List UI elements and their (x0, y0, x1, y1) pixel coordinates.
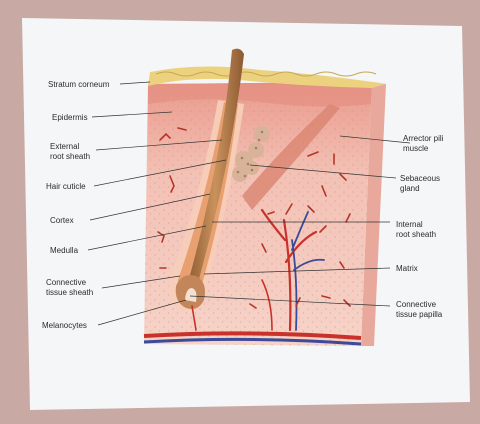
label-arrector-pili-line1: Arrector pili (403, 134, 444, 143)
label-sebaceous-gland-line2: gland (400, 184, 420, 193)
label-external-root-sheath-line1: External (50, 142, 80, 151)
label-connective-tissue-sheath-line1: Connective (46, 278, 87, 287)
label-connective-tissue-sheath-line2: tissue sheath (46, 288, 93, 297)
label-sebaceous-gland-line1: Sebaceous (400, 174, 440, 183)
label-internal-root-sheath-line1: Internal (396, 220, 423, 229)
label-melanocytes: Melanocytes (42, 321, 87, 330)
label-medulla: Medulla (50, 246, 79, 255)
label-arrector-pili-line2: muscle (403, 144, 429, 153)
label-connective-tissue-papilla-line1: Connective (396, 300, 437, 309)
label-connective-tissue-papilla-line2: tissue papilla (396, 310, 443, 319)
label-epidermis: Epidermis (52, 113, 88, 122)
label-matrix: Matrix (396, 264, 418, 273)
label-external-root-sheath-line2: root sheath (50, 152, 90, 161)
label-cortex: Cortex (50, 216, 74, 225)
label-internal-root-sheath-line2: root sheath (396, 230, 436, 239)
label-hair-cuticle: Hair cuticle (46, 182, 86, 191)
label-stratum-corneum: Stratum corneum (48, 80, 110, 89)
